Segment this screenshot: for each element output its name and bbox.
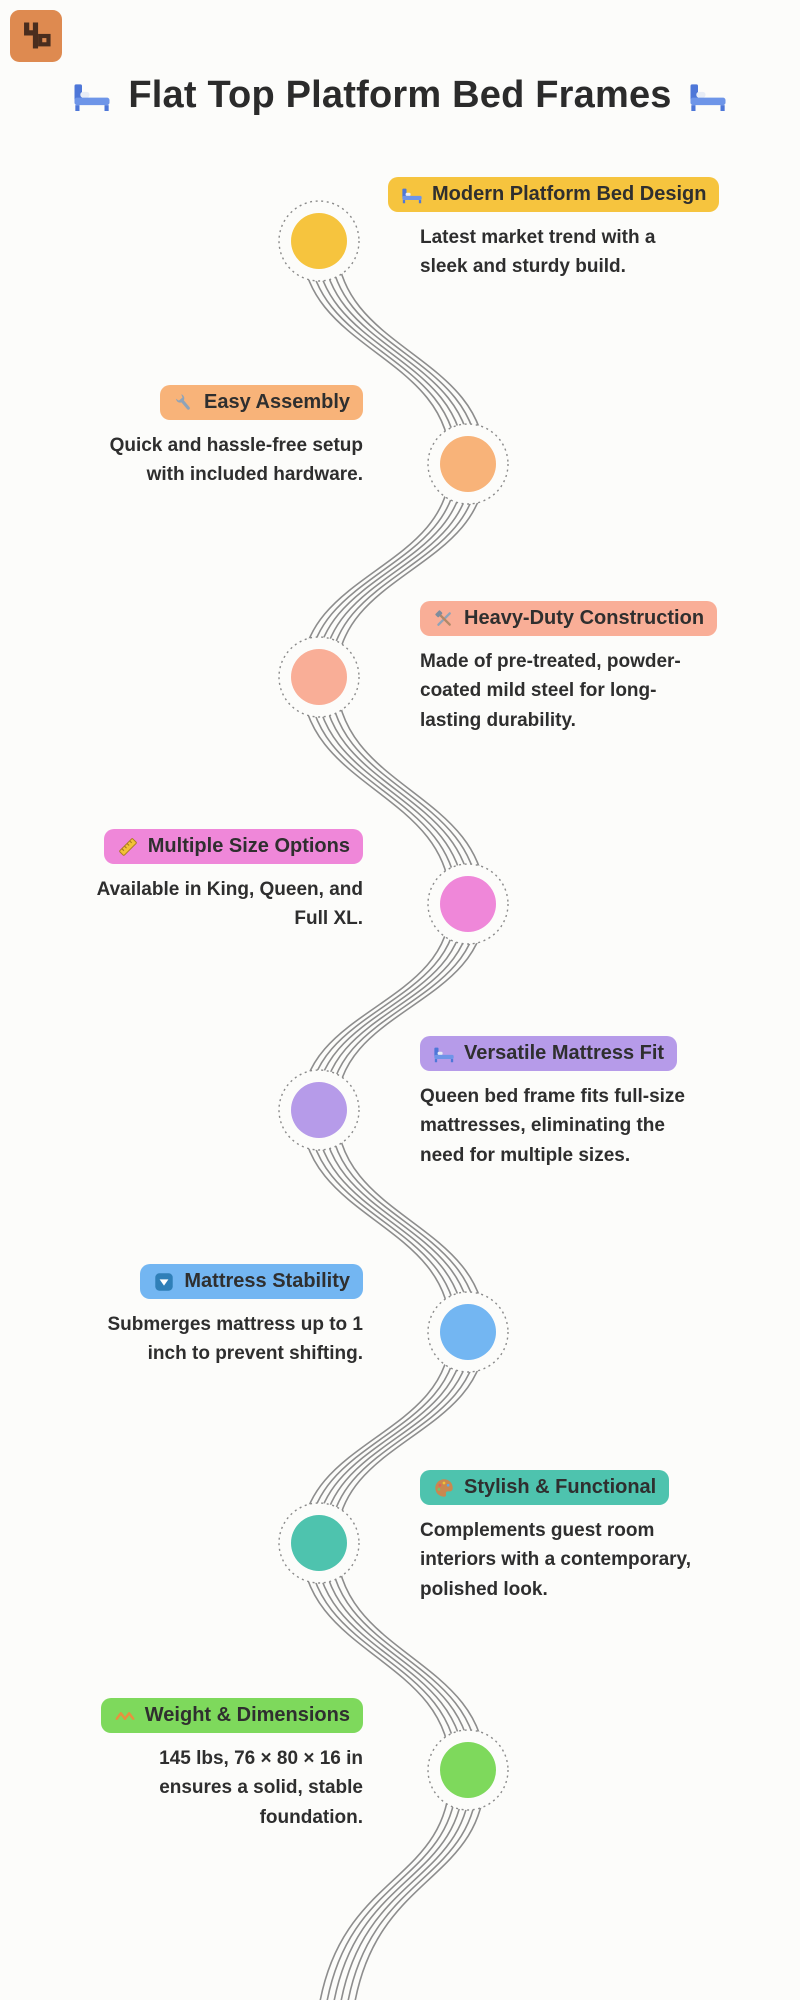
ruler-icon xyxy=(117,836,139,858)
strand-path xyxy=(335,1109,487,1333)
strand-path xyxy=(326,1769,459,2000)
node-dot xyxy=(291,1082,347,1138)
feature-pill: Stylish & Functional xyxy=(420,1470,670,1505)
feature-pill: Versatile Mattress Fit xyxy=(420,1036,678,1071)
timeline-node-1 xyxy=(278,200,360,282)
bed-icon xyxy=(433,1043,455,1065)
feature-item-stylish-and-functional: Stylish & Functional Complements guest r… xyxy=(420,1470,760,1604)
feature-label: Easy Assembly xyxy=(203,391,350,413)
node-dot xyxy=(440,876,496,932)
feature-description: Available in King, Queen, and Full XL. xyxy=(96,879,363,930)
strand-path xyxy=(335,676,487,905)
strand-path xyxy=(300,676,452,905)
feature-label: Heavy-Duty Construction xyxy=(464,607,705,629)
node-dot xyxy=(291,213,347,269)
feature-pill: Mattress Stability xyxy=(140,1264,363,1299)
feature-label: Stylish & Functional xyxy=(464,1476,657,1498)
page-title: Flat Top Platform Bed Frames xyxy=(128,74,672,116)
feature-label: Mattress Stability xyxy=(184,1270,350,1292)
node-dot xyxy=(291,649,347,705)
feature-label: Modern Platform Bed Design xyxy=(432,183,707,205)
hammer-and-wrench-icon xyxy=(433,608,455,630)
feature-pill: Modern Platform Bed Design xyxy=(388,177,720,212)
feature-pill: Easy Assembly xyxy=(159,385,363,420)
feature-pill: Multiple Size Options xyxy=(103,829,363,864)
bed-icon xyxy=(688,76,728,116)
node-dot xyxy=(440,1742,496,1798)
logo-icon xyxy=(10,10,62,62)
timeline-node-5 xyxy=(278,1069,360,1151)
feature-item-mattress-stability: Mattress Stability Submerges mattress up… xyxy=(23,1264,363,1369)
timeline-node-8 xyxy=(427,1729,509,1811)
strand-path xyxy=(335,240,487,465)
feature-description: Complements guest room interiors with a … xyxy=(420,1520,691,1600)
feature-label: Versatile Mattress Fit xyxy=(464,1042,665,1064)
timeline-node-6 xyxy=(427,1291,509,1373)
timeline-node-2 xyxy=(427,423,509,505)
strand-path xyxy=(319,1769,452,2000)
feature-label: Multiple Size Options xyxy=(147,835,350,857)
feature-item-easy-assembly: Easy Assembly Quick and hassle-free setu… xyxy=(23,385,363,490)
node-dot xyxy=(440,1304,496,1360)
feature-item-heavy-duty-construction: Heavy-Duty Construction Made of pre-trea… xyxy=(420,601,760,735)
bed-icon xyxy=(401,184,423,206)
wrench-icon xyxy=(173,392,195,414)
feature-description: Latest market trend with a sleek and stu… xyxy=(420,227,656,278)
strand-path xyxy=(335,1542,487,1771)
feature-item-multiple-size-options: Multiple Size Options Available in King,… xyxy=(23,829,363,934)
feature-description: Queen bed frame fits full-size mattresse… xyxy=(420,1086,685,1166)
feature-pill: Weight & Dimensions xyxy=(100,1698,363,1733)
feature-item-versatile-mattress-fit: Versatile Mattress Fit Queen bed frame f… xyxy=(420,1036,760,1170)
strand-path xyxy=(333,1769,466,2000)
feature-description: Made of pre-treated, powder- coated mild… xyxy=(420,651,681,731)
feature-item-weight-and-dimensions: Weight & Dimensions 145 lbs, 76 × 80 × 1… xyxy=(23,1698,363,1832)
feature-item-modern-platform-bed-design: Modern Platform Bed Design Latest market… xyxy=(388,177,760,282)
timeline-node-7 xyxy=(278,1502,360,1584)
chevrons-icon xyxy=(114,1705,136,1727)
feature-description: 145 lbs, 76 × 80 × 16 in ensures a solid… xyxy=(159,1748,363,1828)
node-dot xyxy=(440,436,496,492)
timeline-node-3 xyxy=(278,636,360,718)
bed-icon xyxy=(72,76,112,116)
down-button-icon xyxy=(153,1271,175,1293)
feature-pill: Heavy-Duty Construction xyxy=(420,601,718,636)
strand-path xyxy=(354,1769,487,2000)
node-dot xyxy=(291,1515,347,1571)
palette-icon xyxy=(433,1477,455,1499)
title-row: Flat Top Platform Bed Frames xyxy=(0,74,800,117)
timeline-node-4 xyxy=(427,863,509,945)
feature-description: Quick and hassle-free setup with include… xyxy=(109,435,363,486)
strand-path xyxy=(300,1542,452,1771)
feature-description: Submerges mattress up to 1 inch to preve… xyxy=(107,1314,363,1365)
feature-label: Weight & Dimensions xyxy=(144,1704,350,1726)
